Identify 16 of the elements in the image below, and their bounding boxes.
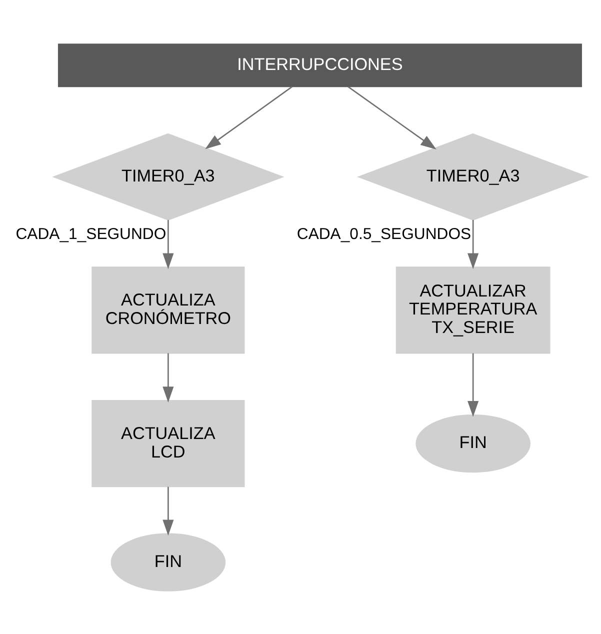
arrow — [205, 86, 293, 149]
arrow — [162, 352, 174, 402]
node-diamond: TIMER0_A3 — [357, 132, 590, 220]
node-box: ACTUALIZA CRONÓMETRO — [92, 266, 245, 354]
arrow — [468, 219, 479, 269]
node-box: INTERRUPCCIONES — [58, 43, 582, 87]
node-box: ACTUALIZAR TEMPERATURA TX_SERIE — [396, 266, 550, 354]
node-box: ACTUALIZA LCD — [92, 400, 245, 487]
edge-label: CADA_1_SEGUNDO — [16, 226, 166, 243]
arrow — [468, 352, 479, 416]
arrow — [162, 219, 174, 269]
node-ellipse: FIN — [110, 532, 226, 591]
edge-label: CADA_0.5_SEGUNDOS — [296, 226, 472, 243]
arrow — [162, 486, 174, 536]
arrow — [348, 86, 436, 150]
node-ellipse: FIN — [416, 414, 530, 472]
